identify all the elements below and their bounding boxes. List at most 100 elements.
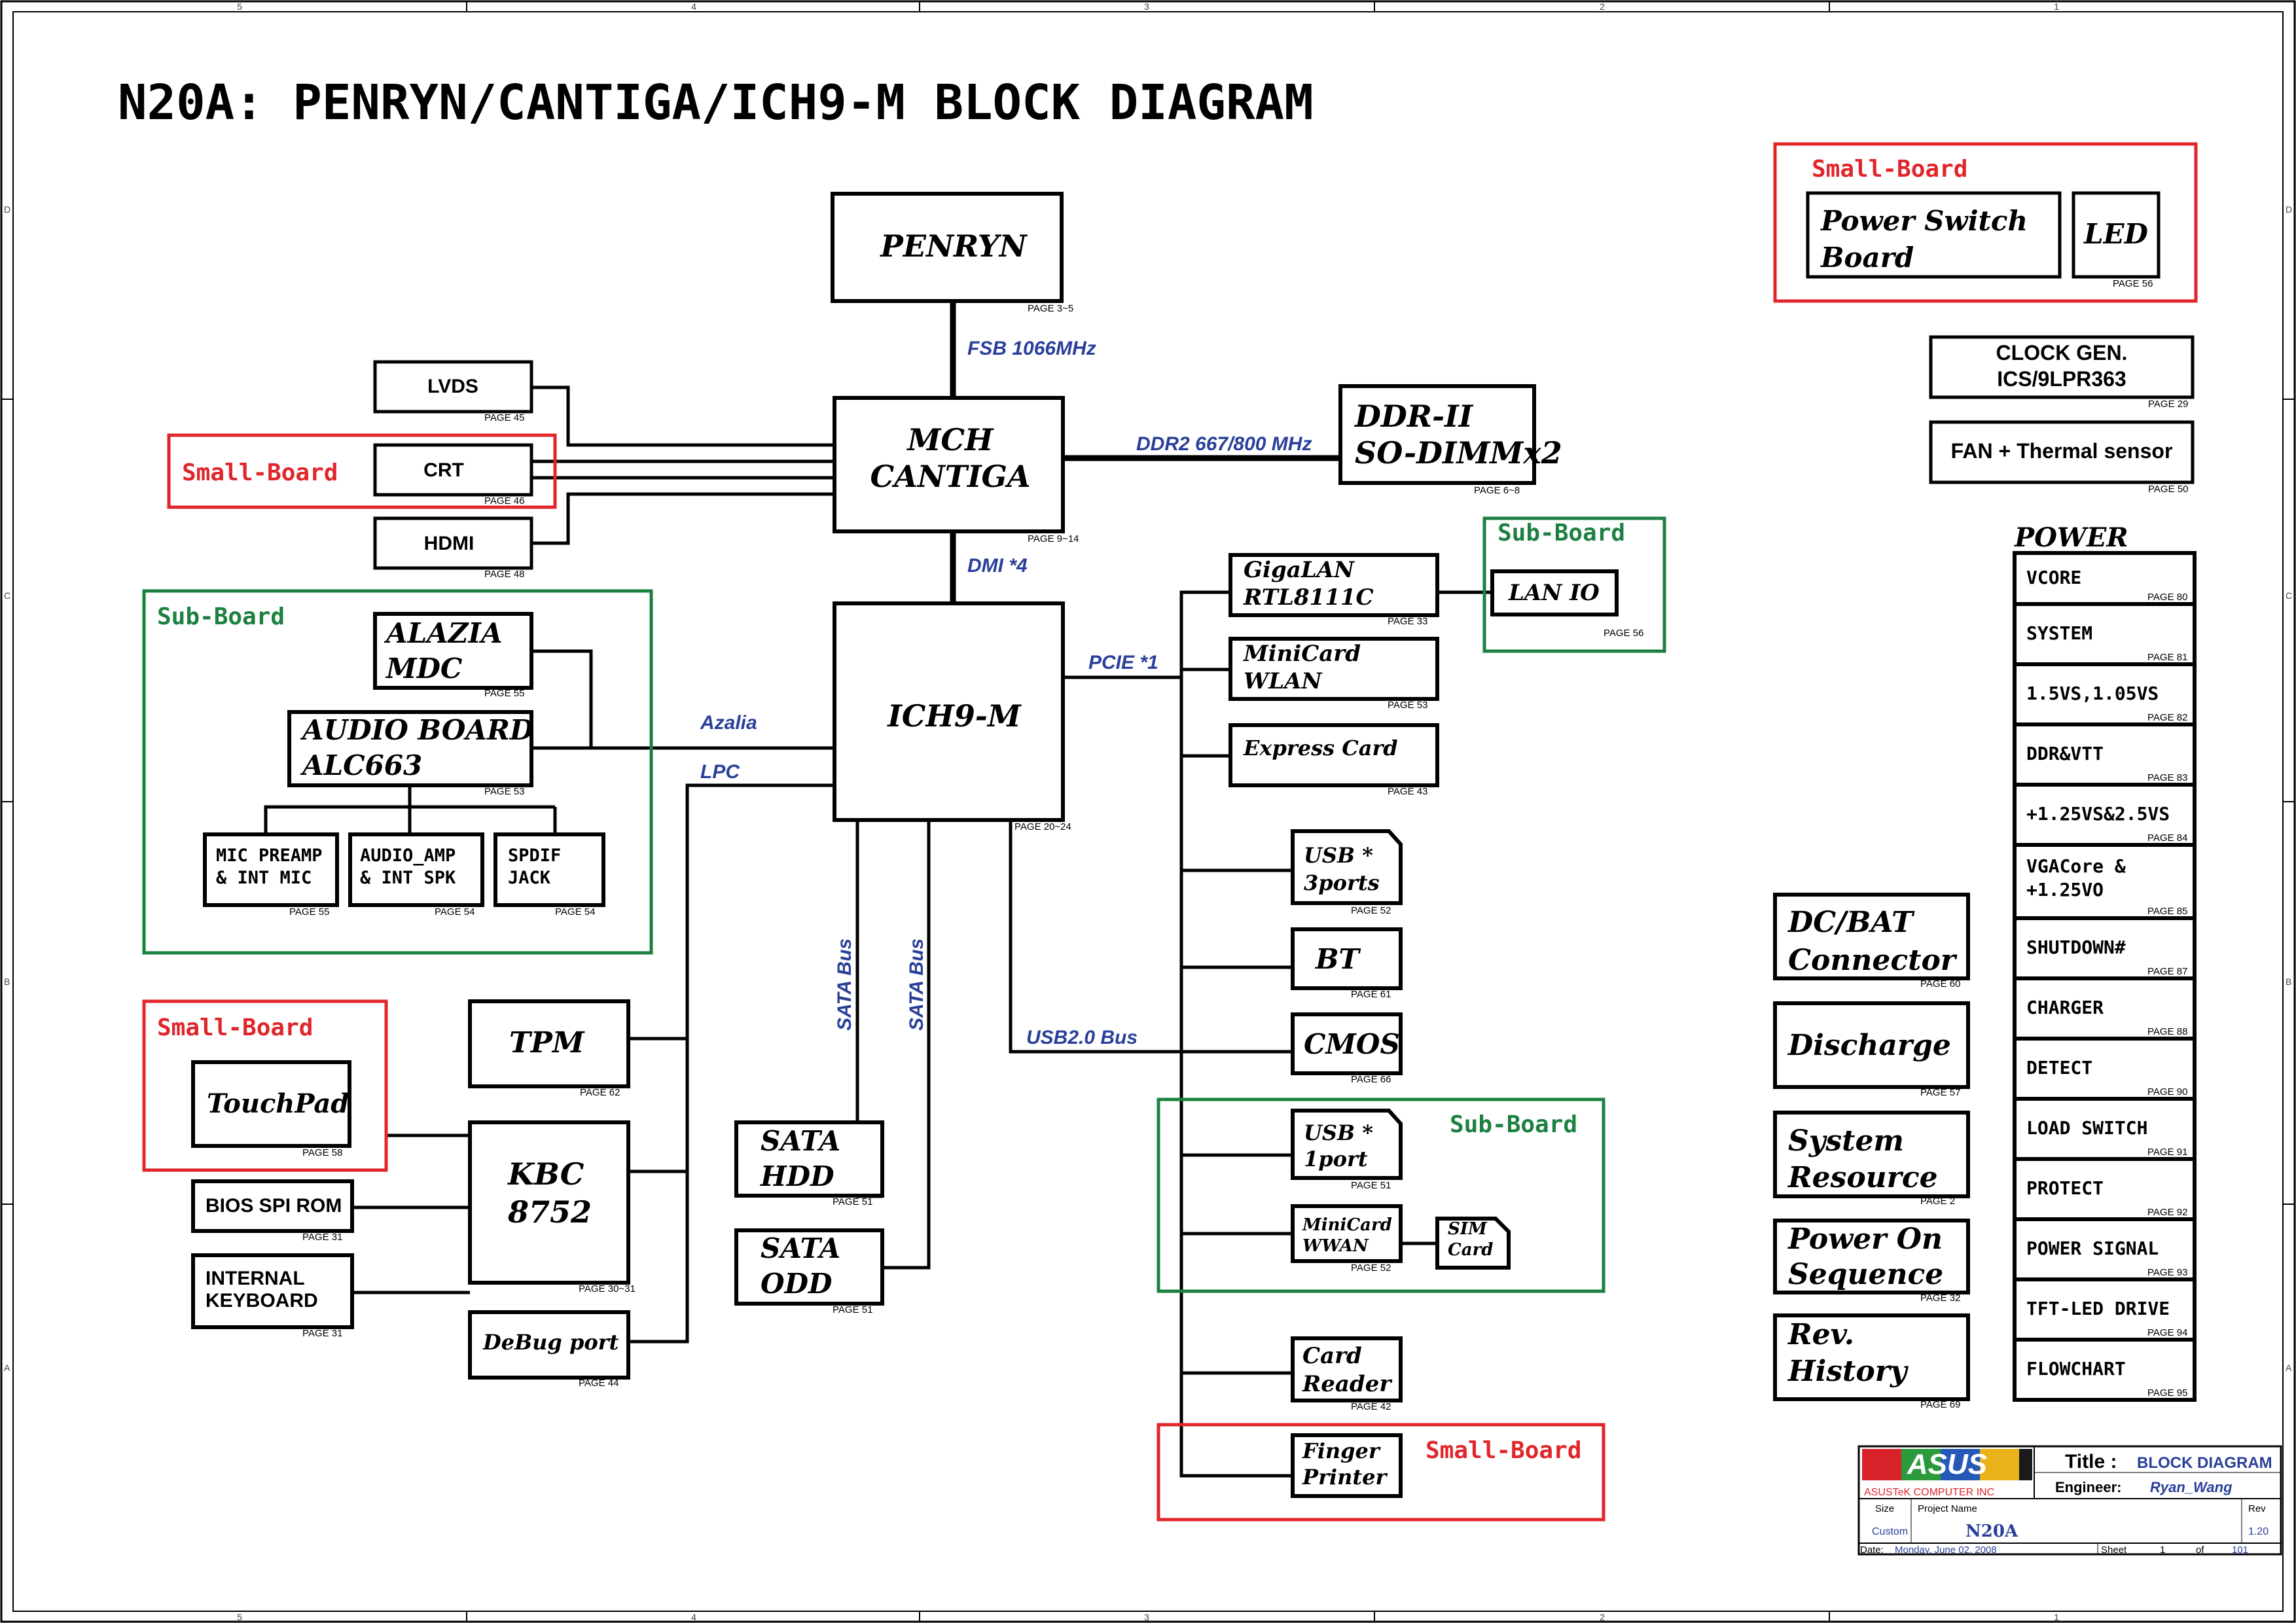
bios-rom-block[interactable]: BIOS SPI ROM PAGE 31 xyxy=(191,1179,354,1243)
sheet-value: 1 xyxy=(2160,1544,2165,1556)
cpu-block[interactable]: PENRYN PAGE 3~5 xyxy=(831,192,1073,314)
power-list-label-2: +1.25VO xyxy=(2026,879,2104,901)
touchpad-block[interactable]: TouchPad PAGE 58 xyxy=(191,1060,351,1158)
minicard-wlan-block[interactable]: MiniCard WLAN PAGE 53 xyxy=(1229,637,1439,711)
ich-page: PAGE 20~24 xyxy=(1014,821,1071,832)
bus-label-lpc: LPC xyxy=(700,761,740,783)
dcbat-connector-block[interactable]: DC/BAT Connector PAGE 60 xyxy=(1773,893,1970,990)
bt-block[interactable]: BT PAGE 61 xyxy=(1291,927,1403,1000)
rev-label: Rev xyxy=(2248,1503,2266,1514)
system-resource-label-1: System xyxy=(1788,1124,1904,1158)
card-reader-label-1: Card xyxy=(1302,1343,1362,1369)
spdif-page: PAGE 54 xyxy=(555,906,595,918)
power-list-box xyxy=(2013,662,2197,726)
mic-preamp-label-1: MIC PREAMP xyxy=(216,846,323,866)
mch-label-1: MCH xyxy=(906,422,995,457)
small-board-power-outline xyxy=(1773,142,2198,303)
system-resource-block[interactable]: System Resource PAGE 2 xyxy=(1773,1111,1970,1207)
spdif-block[interactable]: SPDIF JACK PAGE 54 xyxy=(493,832,605,918)
title-value: BLOCK DIAGRAM xyxy=(2137,1454,2272,1472)
gigalan-block[interactable]: GigaLAN RTL8111C PAGE 33 xyxy=(1229,553,1439,627)
card-reader-block[interactable]: Card Reader PAGE 42 xyxy=(1291,1336,1403,1412)
led-block[interactable]: LED PAGE 56 xyxy=(2072,191,2161,289)
fan-thermal-block[interactable]: FAN + Thermal sensor PAGE 50 xyxy=(1929,420,2195,495)
small-board-label-power: Small-Board xyxy=(1812,156,1967,183)
power-list-item[interactable]: SHUTDOWN#PAGE 87 xyxy=(2013,916,2197,980)
grid-col-3-top: 3 xyxy=(1144,1,1149,12)
power-list-label: VCORE xyxy=(2026,567,2081,588)
express-card-block[interactable]: Express Card PAGE 43 xyxy=(1229,723,1439,797)
power-list-page: PAGE 83 xyxy=(2147,772,2187,783)
discharge-block[interactable]: Discharge PAGE 57 xyxy=(1773,1001,1970,1098)
grid-row-b-right: B xyxy=(2286,976,2291,987)
mch-block[interactable]: MCH CANTIGA PAGE 9~14 xyxy=(833,396,1079,544)
minicard-wwan-label-2: WWAN xyxy=(1302,1236,1369,1256)
usb-1port-block[interactable]: USB * 1port PAGE 51 xyxy=(1291,1109,1403,1191)
lvds-block[interactable]: LVDS PAGE 45 xyxy=(373,360,533,423)
sata-hdd-label-2: HDD xyxy=(760,1160,834,1192)
ddr-block[interactable]: DDR-II SO-DIMMx2 PAGE 6~8 xyxy=(1338,384,1562,496)
internal-keyboard-label-1: INTERNAL xyxy=(206,1268,305,1289)
sata-odd-label-2: ODD xyxy=(761,1268,833,1300)
crt-block[interactable]: CRT PAGE 46 xyxy=(373,443,533,507)
ich-block[interactable]: ICH9-M PAGE 20~24 xyxy=(833,601,1071,832)
finger-printer-block[interactable]: Finger Printer xyxy=(1291,1433,1403,1498)
hdmi-block[interactable]: HDMI PAGE 48 xyxy=(373,516,533,580)
clock-gen-page: PAGE 29 xyxy=(2148,399,2188,410)
express-card-page: PAGE 43 xyxy=(1388,786,1427,797)
size-label: Size xyxy=(1875,1503,1894,1514)
company-name: ASUSTeK COMPUTER INC xyxy=(1864,1487,1994,1498)
lan-io-block[interactable]: LAN IO PAGE 56 xyxy=(1490,569,1643,639)
mic-preamp-block[interactable]: MIC PREAMP & INT MIC PAGE 55 xyxy=(203,832,339,918)
sata-odd-label-1: SATA xyxy=(761,1232,840,1264)
grid-col-5-top: 5 xyxy=(237,1,242,12)
power-list-page: PAGE 81 xyxy=(2147,652,2187,663)
bus-label-ddr2: DDR2 667/800 MHz xyxy=(1136,433,1312,455)
gigalan-label-1: GigaLAN xyxy=(1244,557,1355,583)
clock-gen-block[interactable]: CLOCK GEN. ICS/9LPR363 PAGE 29 xyxy=(1929,335,2195,410)
small-board-label-crt: Small-Board xyxy=(182,459,338,486)
usb-1port-label-2: 1port xyxy=(1304,1147,1368,1171)
debug-port-block[interactable]: DeBug port PAGE 44 xyxy=(468,1310,630,1389)
audio-amp-block[interactable]: AUDIO_AMP & INT SPK PAGE 54 xyxy=(348,832,484,918)
sata-odd-block[interactable]: SATA ODD PAGE 51 xyxy=(734,1228,884,1315)
of-label: of xyxy=(2196,1544,2204,1556)
power-on-sequence-block[interactable]: Power On Sequence PAGE 32 xyxy=(1773,1219,1970,1304)
minicard-wwan-block[interactable]: MiniCard WWAN PAGE 52 xyxy=(1291,1204,1403,1274)
minicard-wwan-page: PAGE 52 xyxy=(1351,1262,1391,1274)
tpm-block[interactable]: TPM PAGE 62 xyxy=(468,999,630,1098)
kbc-label-1: KBC xyxy=(507,1156,584,1192)
rev-history-block[interactable]: Rev. History PAGE 69 xyxy=(1773,1313,1970,1410)
lan-io-page: PAGE 56 xyxy=(1604,628,1643,639)
power-list-page: PAGE 95 xyxy=(2147,1387,2187,1399)
cmos-block[interactable]: CMOS PAGE 66 xyxy=(1291,1012,1403,1085)
engineer-value: Ryan_Wang xyxy=(2150,1479,2233,1495)
sub-board-label-lan: Sub-Board xyxy=(1498,520,1625,546)
cpu-page: PAGE 3~5 xyxy=(1028,303,1073,314)
of-value: 101 xyxy=(2232,1544,2248,1556)
kbc-block[interactable]: KBC 8752 PAGE 30~31 xyxy=(468,1120,636,1294)
alazia-mdc-block[interactable]: ALAZIA MDC PAGE 55 xyxy=(373,612,533,699)
grid-col-1-top: 1 xyxy=(2054,1,2059,12)
sim-card-block[interactable]: SIM Card xyxy=(1435,1217,1511,1270)
audio-board-block[interactable]: AUDIO BOARD ALC663 PAGE 53 xyxy=(287,710,534,797)
grid-col-3-bottom: 3 xyxy=(1144,1612,1149,1622)
sata-hdd-block[interactable]: SATA HDD PAGE 51 xyxy=(734,1120,884,1207)
usb-3ports-block[interactable]: USB * 3ports PAGE 52 xyxy=(1291,829,1403,916)
internal-keyboard-block[interactable]: INTERNAL KEYBOARD PAGE 31 xyxy=(191,1253,354,1339)
power-switch-board-block[interactable]: Power Switch Board xyxy=(1806,191,2062,279)
